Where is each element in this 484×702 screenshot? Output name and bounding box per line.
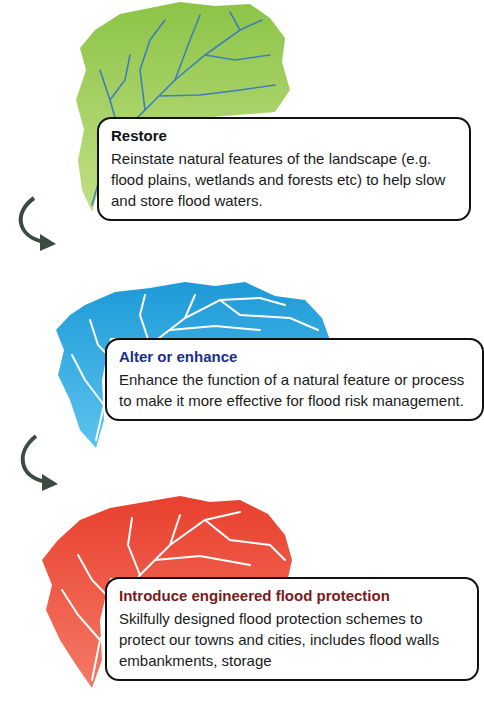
stage-description: Reinstate natural features of the landsc… [111,148,459,211]
stage-description: Skilfully designed flood protection sche… [119,608,467,671]
stage-box: Introduce engineered flood protectionSki… [105,577,479,681]
stage-box: RestoreReinstate natural features of the… [97,117,471,221]
stage-description: Enhance the function of a natural featur… [119,369,472,411]
curved-arrow [23,436,58,491]
stage-heading: Restore [111,126,459,146]
stage-box: Alter or enhanceEnhance the function of … [105,338,484,421]
curved-arrow [21,198,56,251]
stage-heading: Introduce engineered flood protection [119,586,467,606]
stage-heading: Alter or enhance [119,347,472,367]
